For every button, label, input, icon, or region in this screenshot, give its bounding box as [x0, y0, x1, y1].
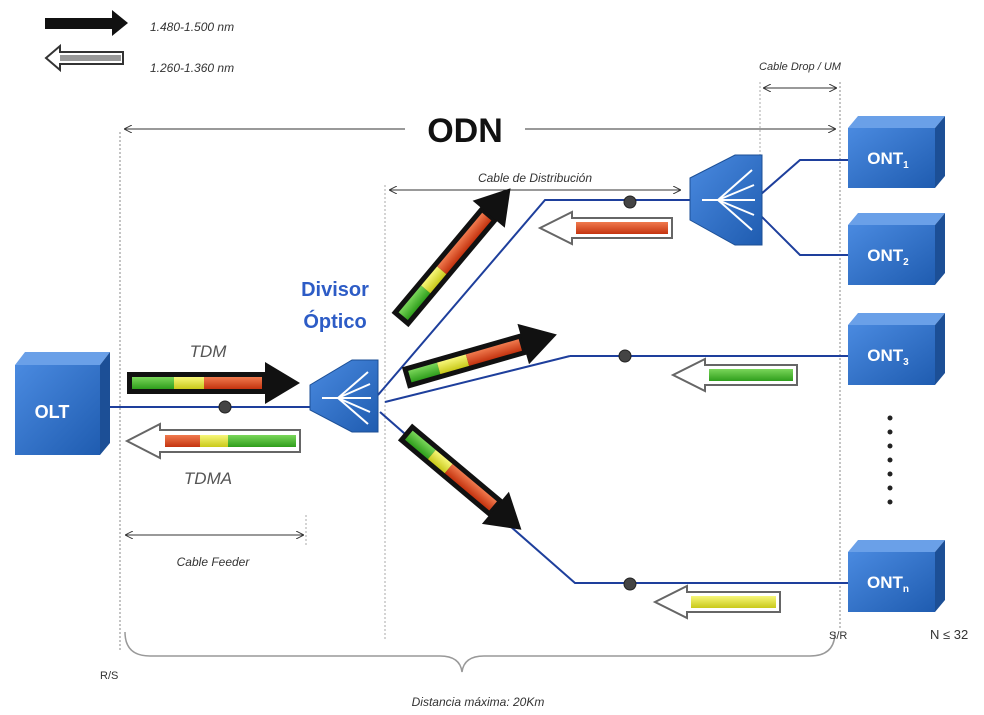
legend-upstream-label: 1.260-1.360 nm	[150, 61, 234, 75]
splice-point-upper	[623, 195, 637, 209]
upstream-arrow-ont3-branch	[670, 357, 798, 393]
tdm-downstream-arrow	[127, 362, 300, 404]
cable-drop-label: Cable Drop / UM	[759, 61, 842, 73]
splice-point-feeder	[218, 400, 232, 414]
ont1-label: ONT	[867, 149, 904, 168]
n-max-label: N ≤ 32	[930, 627, 968, 642]
cable-feeder-label: Cable Feeder	[177, 555, 251, 569]
downstream-arrow-upper-branch	[391, 188, 511, 328]
legend-downstream-label: 1.480-1.500 nm	[150, 20, 234, 34]
splice-point-ont3	[618, 349, 632, 363]
fiber-to-ont2	[759, 214, 855, 256]
max-distance-brace	[124, 631, 836, 673]
tdma-upstream-arrow	[124, 422, 301, 460]
main-splitter-icon	[309, 359, 379, 433]
ontn-node: ONTn	[848, 540, 945, 612]
downstream-arrow-middle-branch	[401, 323, 557, 389]
upstream-arrow-upper-branch	[537, 210, 673, 246]
svg-text:ONTn: ONTn	[867, 573, 909, 595]
ont2-subscript: 2	[903, 257, 909, 268]
fiber-to-upper-branch	[377, 199, 695, 396]
upper-splitter-icon	[689, 154, 763, 246]
svg-text:ONT3: ONT3	[867, 346, 909, 368]
rs-reference-label: R/S	[100, 670, 118, 682]
fiber-to-ont1	[759, 159, 855, 196]
odn-label: ODN	[427, 112, 503, 150]
max-distance-label: Distancia máxima: 20Km	[412, 695, 545, 709]
olt-node: OLT	[15, 352, 110, 455]
fiber-lines	[105, 159, 855, 584]
more-onts-ellipsis-icon	[887, 415, 893, 505]
ont2-node: ONT2	[848, 213, 945, 285]
upstream-arrow-ontn-branch	[652, 584, 781, 620]
svg-text:ONT2: ONT2	[867, 246, 909, 268]
downstream-arrow-lower-branch	[397, 423, 522, 530]
sr-reference-label: S/R	[829, 630, 847, 642]
svg-text:ONT1: ONT1	[867, 149, 909, 171]
ont2-label: ONT	[867, 246, 904, 265]
divisor-label-line1: Divisor	[301, 279, 369, 301]
splice-point-ontn	[623, 577, 637, 591]
cable-distribucion-label: Cable de Distribución	[478, 171, 592, 185]
ont3-label: ONT	[867, 346, 904, 365]
ontn-subscript: n	[903, 584, 909, 595]
ont1-subscript: 1	[903, 160, 909, 171]
legend-downstream-arrow-icon	[45, 10, 128, 36]
tdma-label: TDMA	[184, 469, 232, 488]
legend-upstream-arrow-icon	[44, 43, 124, 73]
olt-label: OLT	[35, 402, 70, 422]
ontn-label: ONT	[867, 573, 904, 592]
divisor-label-line2: Óptico	[303, 309, 366, 333]
ont3-node: ONT3	[848, 313, 945, 385]
ont1-node: ONT1	[848, 116, 945, 188]
fiber-to-ontn-branch	[379, 411, 855, 584]
fiber-to-ont3-branch	[384, 355, 571, 403]
tdm-label: TDM	[190, 342, 228, 361]
ont3-subscript: 3	[903, 357, 909, 368]
legend: 1.480-1.500 nm 1.260-1.360 nm	[44, 10, 234, 75]
